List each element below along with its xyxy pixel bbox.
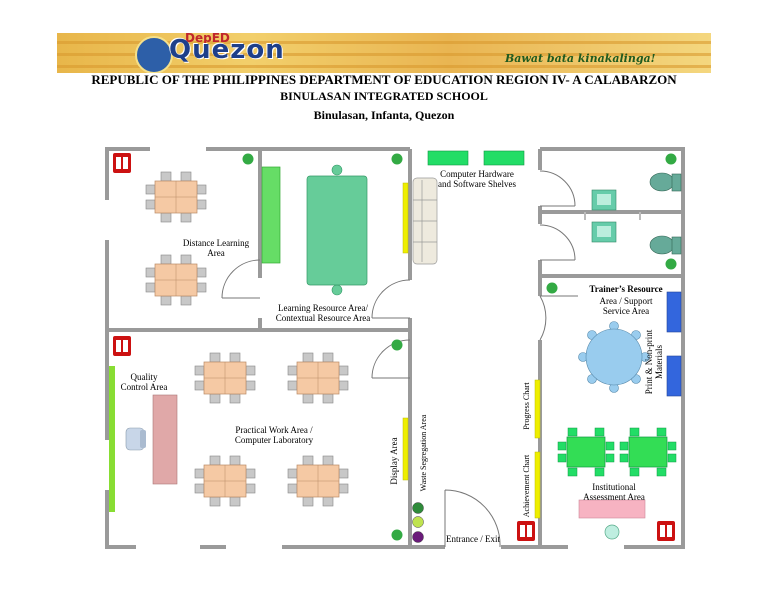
trainers-resource-sub: Area / Support Service Area: [599, 296, 653, 316]
sink-icon: [591, 189, 617, 243]
learning-resource-table: [306, 164, 368, 296]
practical-table: [194, 352, 256, 404]
institutional-assessment-label: Institutional Assessment Area: [583, 482, 645, 502]
computer-shelf: [483, 150, 525, 166]
outer-walls: [105, 147, 685, 549]
print-materials-shelf: [666, 355, 682, 397]
deped-banner: DepED Quezon Bawat bata kinakalinga!: [57, 33, 711, 73]
door-swing-icon: [221, 170, 578, 548]
assessment-table: [557, 427, 615, 477]
header-line-3: Binulasan, Infanta, Quezon: [313, 108, 455, 122]
fire-extinguisher-icon: [113, 153, 131, 173]
green-marker-icon: [242, 153, 677, 541]
print-materials-label: Print & Non-print Materials: [644, 329, 664, 395]
computer-shelves-label: Computer Hardware and Software Shelves: [438, 169, 516, 189]
distance-table: [145, 171, 207, 223]
banner-motto: Bawat bata kinakalinga!: [505, 52, 656, 65]
sofa-shelves: [412, 177, 438, 265]
distance-table: [145, 254, 207, 306]
quality-control-table: [152, 394, 178, 485]
distance-learning-label: Distance Learning Area: [182, 238, 250, 258]
quality-control-label: Quality Control Area: [120, 372, 168, 392]
learning-resource-label: Learning Resource Area/ Contextual Resou…: [275, 303, 371, 323]
assessor-desk: [578, 499, 646, 519]
print-materials-shelf: [666, 291, 682, 333]
deped-seal-icon: [135, 36, 173, 73]
practical-work-label: Practical Work Area / Computer Laborator…: [234, 425, 314, 445]
toilet-icon: [649, 172, 682, 255]
assessment-table: [619, 427, 677, 477]
fire-extinguisher-icon: [113, 336, 131, 356]
chair-icon: [604, 524, 620, 540]
progress-chart-label: Progress Chart: [522, 382, 531, 430]
practical-table: [287, 455, 349, 507]
fire-extinguisher-icon: [657, 521, 675, 541]
fire-extinguisher-icon: [517, 521, 535, 541]
quality-control-board: [109, 366, 115, 512]
entrance-exit-label: Entrance / Exit: [446, 534, 500, 544]
logo-top-text: DepED: [185, 33, 230, 45]
chair-icon: [125, 427, 146, 451]
computer-shelf: [427, 150, 469, 166]
practical-table: [194, 455, 256, 507]
trainers-resource-title: Trainer’s Resource: [589, 284, 663, 294]
header-line-1: REPUBLIC OF THE PHILIPPINES DEPARTMENT O…: [91, 72, 677, 87]
round-table: [578, 321, 650, 393]
logo-text: Quezon: [169, 35, 285, 65]
header-line-2: BINULASAN INTEGRATED SCHOOL: [280, 89, 488, 103]
waste-bin-icon: [412, 502, 424, 543]
display-area-label: Display Area: [389, 437, 399, 485]
bulletin-boards: [402, 182, 541, 519]
achievement-chart-label: Achievement Chart: [522, 454, 531, 518]
resource-shelf: [261, 166, 281, 264]
practical-table: [287, 352, 349, 404]
waste-segregation-label: Waste Segregation Area: [419, 414, 428, 492]
